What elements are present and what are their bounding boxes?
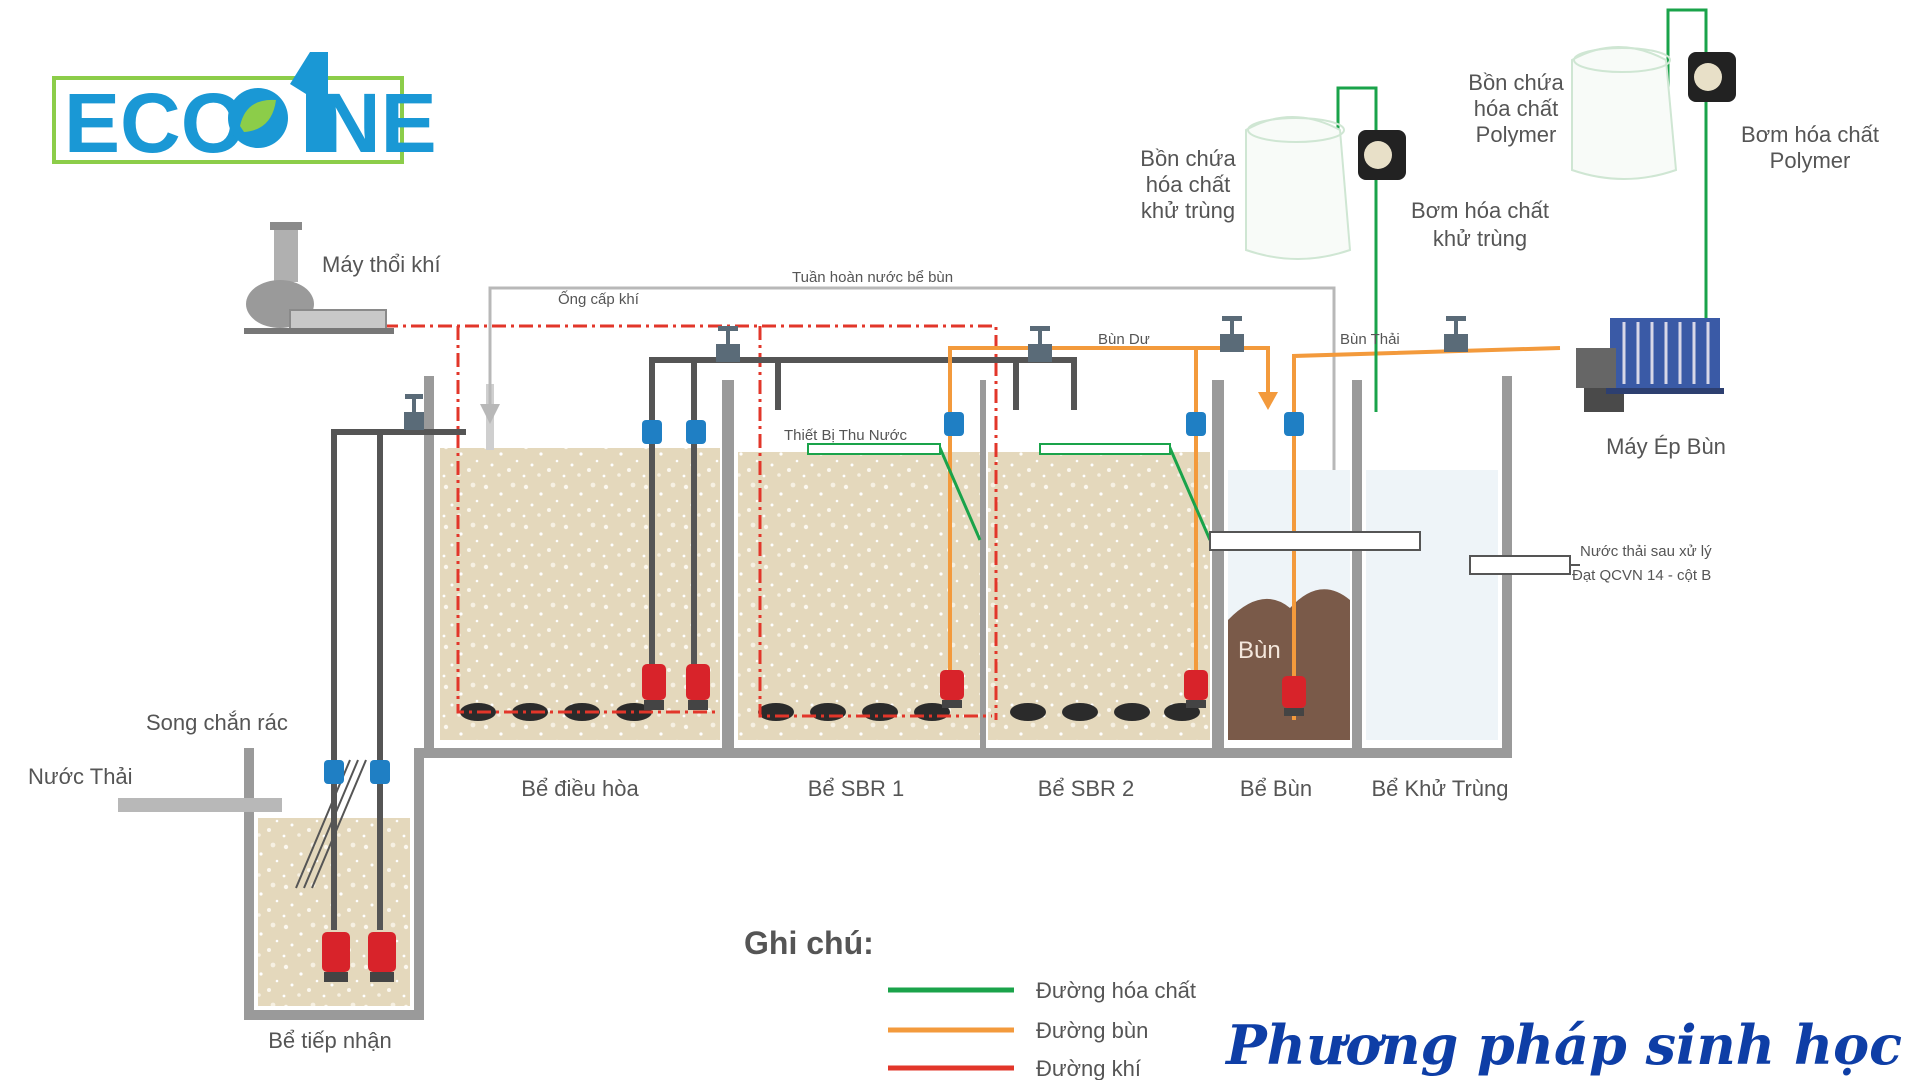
main-tank-block: [424, 376, 1512, 758]
disinfect-pump-label-2: khử trùng: [1433, 226, 1527, 251]
tank-label-receiving: Bể tiếp nhận: [268, 1028, 392, 1053]
pump-icon: [368, 932, 396, 982]
polymer-tank-label-2: hóa chất: [1474, 96, 1558, 121]
pump-icon: [1282, 676, 1306, 716]
disinfect-tank-label-2: hóa chất: [1146, 172, 1230, 197]
check-valves: [324, 412, 1304, 784]
disinfect-pump-label-1: Bơm hóa chất: [1411, 198, 1549, 223]
check-valve-icon: [944, 412, 964, 436]
legend-title: Ghi chú:: [744, 925, 874, 961]
air-supply-label: Ống cấp khí: [558, 290, 640, 308]
disinfectant-tank-icon: [1245, 116, 1352, 260]
tank-label-sbr2: Bể SBR 2: [1038, 776, 1135, 801]
decanter-label: Thiết Bị Thu Nước: [784, 427, 907, 444]
excess-sludge-label: Bùn Dư: [1098, 331, 1150, 348]
check-valve-icon: [324, 760, 344, 784]
recirculation-line: [488, 286, 1336, 470]
gate-valves: [404, 316, 1468, 430]
legend-label-air: Đường khí: [1036, 1056, 1141, 1080]
sludge-arrow: [1258, 392, 1278, 410]
process-pipes: [331, 357, 1077, 930]
polymer-pump-label-2: Polymer: [1770, 148, 1851, 173]
polymer-pump-label-1: Bơm hóa chất: [1741, 122, 1879, 147]
legend-label-sludge: Đường bùn: [1036, 1018, 1148, 1043]
check-valve-icon: [642, 420, 662, 444]
valve-icon: [404, 394, 424, 430]
pump-icon: [686, 664, 710, 710]
blower-label: Máy thổi khí: [322, 252, 441, 277]
valve-icon: [1444, 316, 1468, 352]
disinfect-tank-label-3: khử trùng: [1141, 198, 1235, 223]
brand-logo: ECO NE: [52, 52, 437, 170]
effluent-pipe: [1469, 555, 1571, 575]
air-blower-icon: [244, 222, 394, 334]
pump-icon: [1184, 670, 1208, 708]
check-valve-icon: [370, 760, 390, 784]
logo-text-end: NE: [320, 76, 437, 170]
decanter-arms: [807, 443, 1171, 455]
valve-icon: [1028, 326, 1052, 362]
legend-label-chemical: Đường hóa chất: [1036, 978, 1196, 1003]
valve-icon: [716, 326, 740, 362]
polymer-tank-icon: [1571, 46, 1678, 180]
page-title: Phương pháp sinh học: [1224, 1013, 1902, 1077]
valve-icon: [1220, 316, 1244, 352]
tank-label-sludge: Bể Bùn: [1240, 776, 1312, 801]
effluent-label-1: Nước thải sau xử lý: [1580, 543, 1712, 560]
waste-sludge-label: Bùn Thải: [1340, 331, 1400, 348]
filter-press-icon: [1576, 318, 1724, 412]
screen-label: Song chắn rác: [146, 710, 288, 735]
transfer-pipe: [1209, 531, 1421, 551]
recirculation-arrow: [480, 404, 500, 424]
recirculation-label: Tuần hoàn nước bể bùn: [792, 269, 953, 286]
disinfect-tank-label-1: Bồn chứa: [1140, 146, 1236, 171]
pump-icon: [940, 670, 964, 708]
check-valve-icon: [1284, 412, 1304, 436]
check-valve-icon: [1186, 412, 1206, 436]
logo-text: ECO: [64, 76, 246, 170]
pump-icon: [322, 932, 350, 982]
inlet-label: Nước Thải: [28, 764, 133, 789]
tank-label-disinfection: Bể Khử Trùng: [1371, 776, 1508, 801]
tank-label-sbr1: Bể SBR 1: [808, 776, 905, 801]
inlet-pipe: [118, 798, 282, 812]
submersible-pumps: [322, 664, 1306, 982]
pump-icon: [642, 664, 666, 710]
legend: Ghi chú: Đường hóa chất Đường bùn Đường …: [744, 925, 1196, 1080]
polymer-tank-label-3: Polymer: [1476, 122, 1557, 147]
disinfectant-pump-icon: [1358, 130, 1406, 180]
effluent-label-2: Đạt QCVN 14 - cột B: [1572, 567, 1711, 584]
logo-leaf-icon: [228, 88, 288, 148]
check-valve-icon: [686, 420, 706, 444]
logo-one-icon: [290, 52, 328, 152]
tank-label-equalization: Bể điều hòa: [521, 776, 639, 801]
polymer-tank-label-1: Bồn chứa: [1468, 70, 1564, 95]
sludge-lines: [948, 346, 1561, 720]
polymer-pump-icon: [1688, 52, 1736, 102]
filter-press-label: Máy Ép Bùn: [1606, 434, 1726, 459]
air-lines: [384, 324, 998, 720]
sludge-label: Bùn: [1238, 637, 1281, 664]
